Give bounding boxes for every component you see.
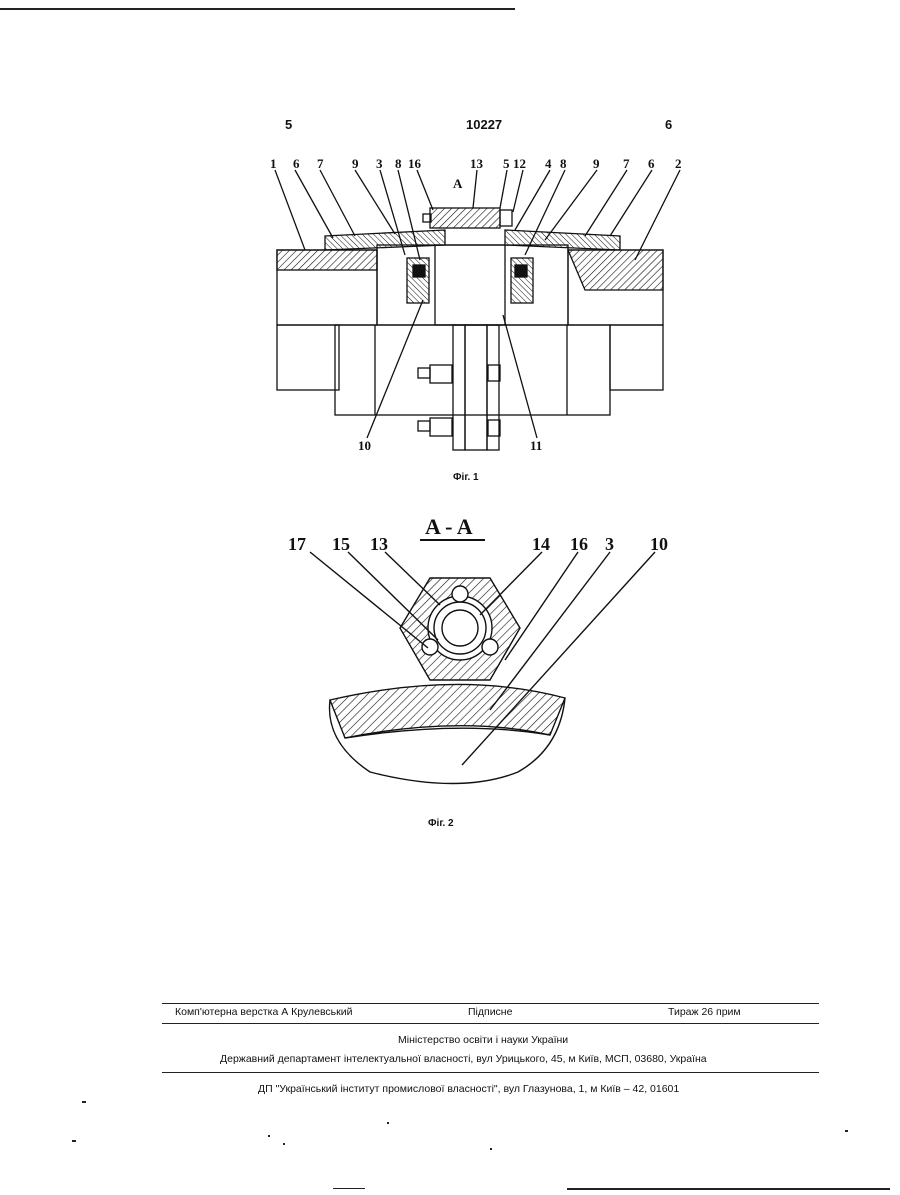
scan-speck	[72, 1140, 76, 1142]
footer-rule-bottom	[162, 1072, 819, 1073]
fig1-callout-10: 10	[358, 438, 371, 453]
fig1-callout-3: 3	[376, 156, 383, 171]
figure-2-caption: Фіг. 2	[428, 818, 454, 829]
institute-line: ДП "Український інститут промислової вла…	[258, 1083, 679, 1095]
figure-2-drawing: A - A 17 15 13 14 16 3 10	[280, 510, 680, 800]
fig1-callout-8b: 8	[560, 156, 567, 171]
fig2-callout-3: 3	[605, 534, 614, 554]
fig1-callout-11: 11	[530, 438, 542, 453]
ministry-line: Міністерство освіти і науки України	[398, 1034, 568, 1046]
figure-1-caption: Фіг. 1	[453, 472, 479, 483]
scan-speck	[283, 1143, 285, 1145]
scan-speck	[387, 1122, 389, 1124]
right-page-number: 6	[665, 117, 672, 132]
fig1-callout-9b: 9	[593, 156, 600, 171]
fig2-callout-10: 10	[650, 534, 668, 554]
scan-speck	[82, 1101, 86, 1103]
scan-speck	[845, 1130, 848, 1132]
fig1-callout-12: 12	[513, 156, 526, 171]
patent-number: 10227	[466, 117, 502, 132]
fig1-callout-7b: 7	[623, 156, 630, 171]
fig1-callout-7a: 7	[317, 156, 324, 171]
scan-speck	[268, 1135, 270, 1137]
fig2-callout-13: 13	[370, 534, 388, 554]
department-line: Державний департамент інтелектуальної вл…	[220, 1053, 707, 1065]
fig1-callout-8a: 8	[395, 156, 402, 171]
fig2-callout-16: 16	[570, 534, 588, 554]
fig2-callout-17: 17	[288, 534, 306, 554]
fig1-section-a: A	[453, 176, 463, 191]
fig1-callout-4: 4	[545, 156, 552, 171]
fig1-callout-6a: 6	[293, 156, 300, 171]
fig2-section-title: A - A	[425, 514, 473, 539]
footer-rule-top	[162, 1003, 819, 1004]
bottom-scan-line	[333, 1188, 365, 1189]
circulation-label: Тираж 26 прим	[668, 1006, 741, 1018]
fig1-callout-16: 16	[408, 156, 422, 171]
left-page-number: 5	[285, 117, 292, 132]
figure-1-drawing: 1 6 7 9 3 8 16 A 13 5 12 4 8 9 7 6 2 10 …	[255, 150, 685, 460]
fig1-callout-5: 5	[503, 156, 510, 171]
top-border-line	[0, 8, 515, 10]
fig1-callout-1: 1	[270, 156, 277, 171]
fig1-callout-13: 13	[470, 156, 484, 171]
typesetting-credit: Комп'ютерна верстка А Крулевський	[175, 1006, 352, 1018]
fig1-callout-2: 2	[675, 156, 682, 171]
footer-rule-mid	[162, 1023, 819, 1024]
fig1-callout-6b: 6	[648, 156, 655, 171]
fig2-callout-14: 14	[532, 534, 550, 554]
signed-label: Підписне	[468, 1006, 512, 1018]
fig1-callout-9a: 9	[352, 156, 359, 171]
bottom-scan-line	[567, 1188, 890, 1190]
fig2-callout-15: 15	[332, 534, 350, 554]
scan-speck	[490, 1148, 492, 1150]
